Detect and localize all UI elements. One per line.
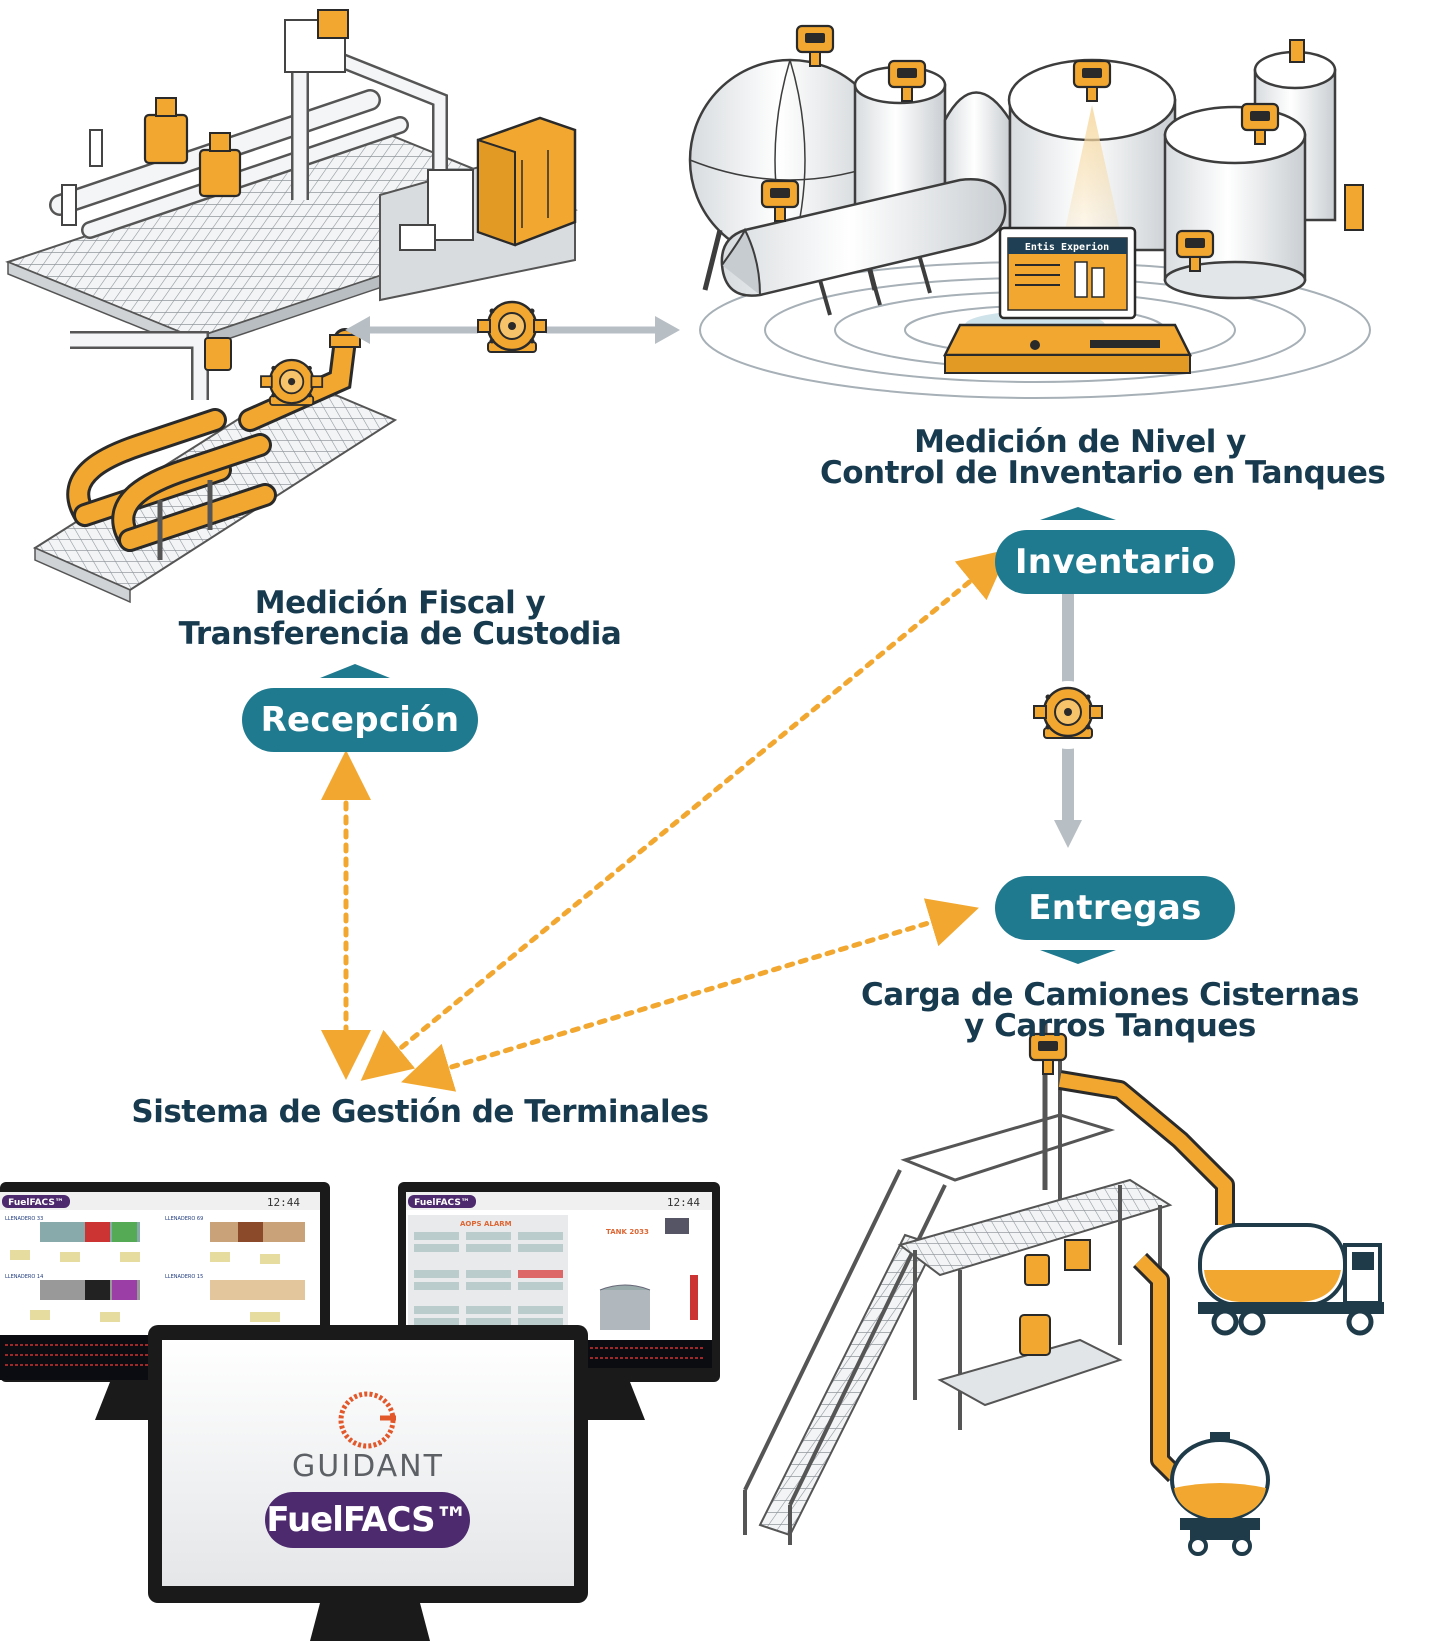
guidant-brand-text: GUIDANT <box>292 1449 444 1484</box>
guidant-logo-icon <box>338 1391 396 1449</box>
heading-carga-line2: y Carros Tanques <box>964 1008 1256 1044</box>
metering-skid-illustration <box>5 9 578 604</box>
left-bay-label-3: LLENADERO 14 <box>5 1274 43 1280</box>
heading-medicion-nivel: Medición de Nivel y Control de Inventari… <box>820 424 1386 491</box>
heading-medicion-fiscal: Medición Fiscal y Transferencia de Custo… <box>130 588 670 650</box>
pill-inventario: Inventario <box>995 530 1235 594</box>
heading-medicion-nivel-line1: Medición de Nivel y <box>914 424 1246 460</box>
recepcion-pointer <box>320 664 390 678</box>
heading-carga: Carga de Camiones Cisternas y Carros Tan… <box>840 980 1380 1042</box>
heading-medicion-fiscal-line1: Medición Fiscal y <box>254 585 546 621</box>
monitor-center: GUIDANT FuelFACS™ <box>148 1325 588 1641</box>
pill-entregas: Entregas <box>995 876 1235 940</box>
fuelfacs-product-text: FuelFACS™ <box>266 1500 467 1540</box>
loading-rack-illustration <box>743 1020 1384 1556</box>
data-link-arrows <box>321 549 1010 1092</box>
alarm-panel-title: AOPS ALARM <box>460 1220 512 1228</box>
entregas-pointer <box>1040 950 1116 964</box>
transfer-arrow-reception-inventory <box>345 296 680 364</box>
left-screen-time: 12:44 <box>267 1196 300 1209</box>
tank-farm-illustration: Entis Experion <box>688 24 1371 399</box>
heading-medicion-nivel-line2: Control de Inventario en Tanques <box>820 455 1386 491</box>
left-bay-label-2: LLENADERO 69 <box>165 1216 203 1222</box>
heading-medicion-fiscal-line2: Transferencia de Custodia <box>178 616 622 652</box>
right-screen-time: 12:44 <box>667 1196 700 1209</box>
left-bay-label-4: LLENADERO 15 <box>165 1274 203 1280</box>
inventario-pointer <box>1040 507 1116 520</box>
railcar-icon <box>1170 1432 1270 1556</box>
transfer-arrow-inventory-deliveries <box>1032 579 1104 848</box>
right-screen-logo: FuelFACS™ <box>414 1198 470 1208</box>
tanker-truck-icon <box>1198 1223 1384 1336</box>
heading-sistema-gestion: Sistema de Gestión de Terminales <box>110 1097 730 1128</box>
heading-carga-line1: Carga de Camiones Cisternas <box>861 977 1360 1013</box>
experion-screen-label: Entis Experion <box>1025 241 1109 253</box>
pill-recepcion: Recepción <box>242 688 478 752</box>
heading-sistema-gestion-text: Sistema de Gestión de Terminales <box>131 1094 709 1130</box>
tank-panel-title: TANK 2033 <box>606 1228 649 1236</box>
left-bay-label-1: LLENADERO 33 <box>5 1216 43 1222</box>
left-screen-logo: FuelFACS™ <box>8 1198 64 1208</box>
